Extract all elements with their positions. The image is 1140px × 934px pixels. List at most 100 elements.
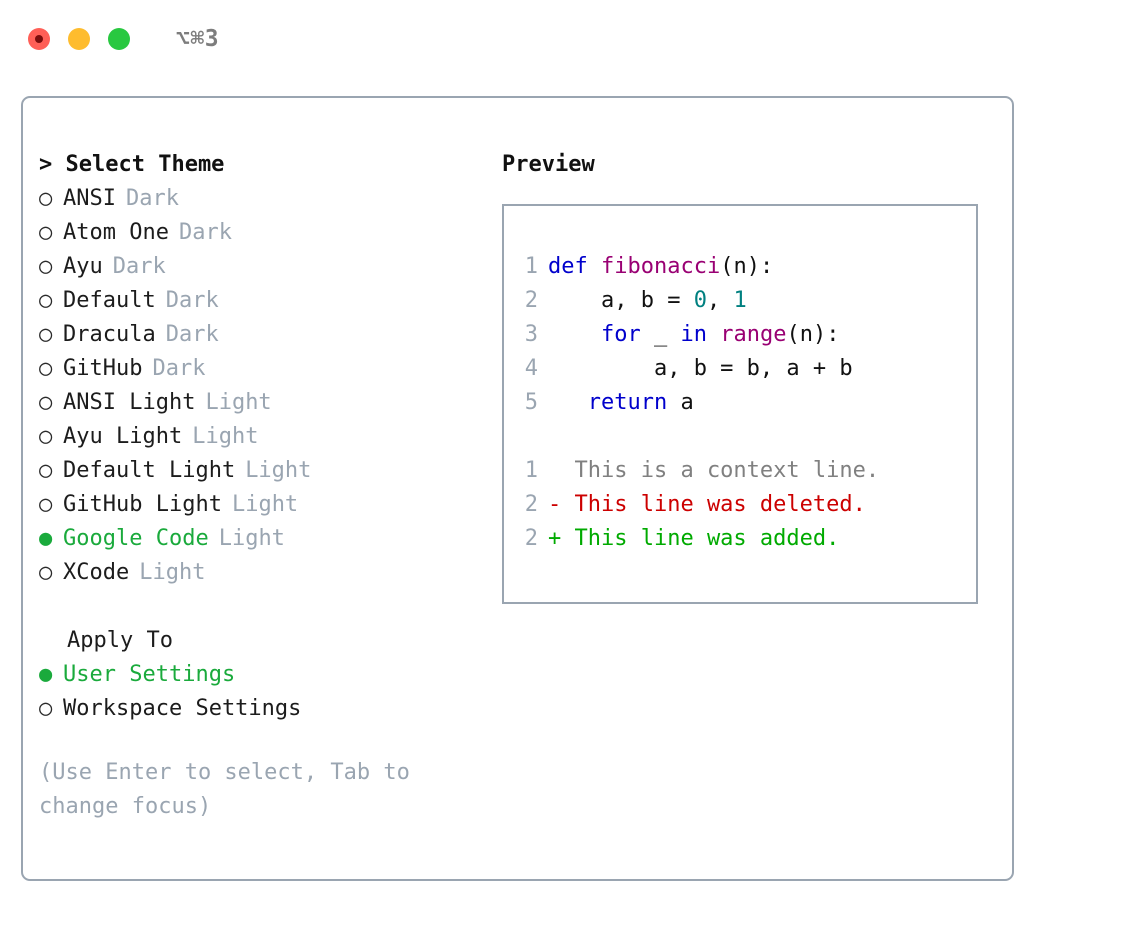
- code-token: def: [548, 254, 601, 279]
- radio-unselected-icon[interactable]: ○: [39, 254, 53, 279]
- code-token: fibonacci: [600, 254, 721, 279]
- radio-unselected-icon[interactable]: ○: [39, 424, 53, 449]
- apply-to-option-name: User Settings: [63, 662, 236, 687]
- theme-option-variant: Dark: [152, 356, 206, 381]
- code-line: 2 a, b = 0, 1: [524, 284, 976, 318]
- theme-option-variant: Dark: [178, 220, 232, 245]
- diff-line-text: + This line was added.: [548, 526, 840, 551]
- apply-to-header: Apply To: [67, 628, 173, 653]
- theme-option-name: Ayu Light: [63, 424, 183, 449]
- diff-line: 2 - This line was deleted.: [524, 488, 976, 522]
- code-token: (n):: [786, 322, 840, 347]
- code-token: [548, 322, 601, 347]
- theme-option-row[interactable]: ○ GitHub Dark: [39, 352, 469, 386]
- radio-unselected-icon[interactable]: ○: [39, 492, 53, 517]
- code-token: range: [720, 322, 787, 347]
- theme-option-variant: Dark: [165, 322, 219, 347]
- radio-unselected-icon[interactable]: ○: [39, 696, 53, 721]
- diff-line-text: This is a context line.: [548, 458, 880, 483]
- apply-to-option-row[interactable]: ● User Settings: [39, 658, 469, 692]
- diff-line: 2 + This line was added.: [524, 522, 976, 556]
- minimize-button[interactable]: [68, 28, 90, 50]
- radio-unselected-icon[interactable]: ○: [39, 356, 53, 381]
- code-line-number: 4: [524, 356, 538, 381]
- code-token: return: [587, 390, 668, 415]
- radio-unselected-icon[interactable]: ○: [39, 560, 53, 585]
- theme-option-name: Dracula: [63, 322, 156, 347]
- code-token: ,: [706, 288, 734, 313]
- apply-to-option-name: Workspace Settings: [63, 696, 302, 721]
- radio-selected-icon[interactable]: ●: [39, 526, 53, 551]
- code-line-number: 1: [524, 254, 538, 279]
- code-token: _: [640, 322, 681, 347]
- theme-option-name: Google Code: [63, 526, 209, 551]
- theme-option-name: Ayu: [63, 254, 103, 279]
- select-theme-header: > Select Theme: [39, 152, 225, 177]
- radio-unselected-icon[interactable]: ○: [39, 186, 53, 211]
- theme-option-name: XCode: [63, 560, 130, 585]
- theme-option-variant: Dark: [125, 186, 179, 211]
- theme-option-variant: Light: [205, 390, 272, 415]
- diff-line-text: - This line was deleted.: [548, 492, 866, 517]
- theme-option-variant: Dark: [165, 288, 219, 313]
- code-token: [707, 322, 720, 347]
- apply-to-option-row[interactable]: ○ Workspace Settings: [39, 692, 469, 726]
- theme-option-name: GitHub: [63, 356, 143, 381]
- code-line: 1 def fibonacci(n):: [524, 250, 976, 284]
- theme-option-variant: Light: [245, 458, 312, 483]
- title-bar: ⌥⌘3: [0, 0, 1140, 78]
- theme-option-variant: Light: [218, 526, 285, 551]
- code-token: 1: [733, 288, 747, 313]
- code-line: 4 a, b = b, a + b: [524, 352, 976, 386]
- close-button[interactable]: [28, 28, 50, 50]
- diff-line-number: 2: [524, 492, 538, 517]
- code-token: (n):: [720, 254, 774, 279]
- code-token: in: [680, 322, 707, 347]
- theme-option-row[interactable]: ○ Default Dark: [39, 284, 469, 318]
- radio-selected-icon[interactable]: ●: [39, 662, 53, 687]
- radio-unselected-icon[interactable]: ○: [39, 288, 53, 313]
- diff-line-number: 2: [524, 526, 538, 551]
- theme-option-row[interactable]: ○ ANSI Light Light: [39, 386, 469, 420]
- theme-option-variant: Light: [192, 424, 259, 449]
- keyboard-shortcut-label: ⌥⌘3: [176, 25, 220, 52]
- code-token: a, b =: [548, 288, 694, 313]
- theme-option-row[interactable]: ○ Dracula Dark: [39, 318, 469, 352]
- preview-header: Preview: [502, 152, 595, 177]
- diff-line: 1 This is a context line.: [524, 454, 976, 488]
- list-spacer: [39, 590, 469, 624]
- help-text: (Use Enter to select, Tab to change focu…: [39, 760, 410, 819]
- radio-unselected-icon[interactable]: ○: [39, 322, 53, 347]
- theme-option-name: ANSI Light: [63, 390, 196, 415]
- diff-line-number: 1: [524, 458, 538, 483]
- code-line-number: 2: [524, 288, 538, 313]
- radio-unselected-icon[interactable]: ○: [39, 390, 53, 415]
- code-token: a, b = b, a + b: [548, 356, 853, 381]
- apply-to-list[interactable]: ● User Settings ○ Workspace Settings: [39, 658, 469, 726]
- radio-unselected-icon[interactable]: ○: [39, 458, 53, 483]
- window-controls: [28, 28, 130, 50]
- code-line-number: 3: [524, 322, 538, 347]
- radio-unselected-icon[interactable]: ○: [39, 220, 53, 245]
- code-line: 5 return a: [524, 386, 976, 420]
- code-token: [548, 390, 588, 415]
- theme-option-row[interactable]: ○ Ayu Light Light: [39, 420, 469, 454]
- code-line-number: 5: [524, 390, 538, 415]
- theme-option-row[interactable]: ● Google Code Light: [39, 522, 469, 556]
- code-diff-separator: [524, 420, 976, 454]
- maximize-button[interactable]: [108, 28, 130, 50]
- theme-option-name: Default: [63, 288, 156, 313]
- diff-sample: 1 This is a context line. 2 - This line wa…: [524, 454, 976, 556]
